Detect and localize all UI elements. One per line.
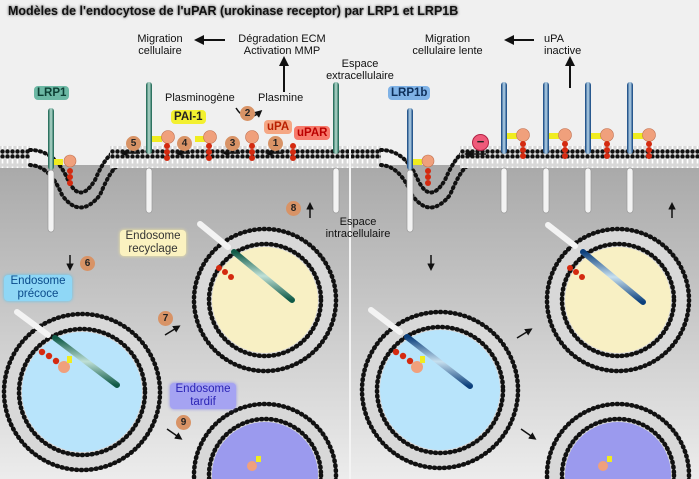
upa-label: uPA <box>264 120 293 134</box>
endosome-early-label: Endosome précoce <box>4 275 72 301</box>
right-membrane <box>351 146 699 210</box>
outcome-upa-inactive: uPA inactive <box>544 33 582 57</box>
endosome-late-label: Endosome tardif <box>170 383 236 409</box>
lrp1b-receptor-complex <box>584 82 614 214</box>
step-badge-4: 4 <box>177 136 192 151</box>
outcome-migration-left: Migration cellulaire <box>137 33 183 57</box>
lrp1-receptor-surface-2 <box>332 82 340 214</box>
plasminogen-label: Plasminogène <box>165 92 235 104</box>
inhibition-icon: − <box>472 134 489 151</box>
upar-upa-pai1-complex-3 <box>195 130 217 161</box>
left-arrows <box>66 35 314 440</box>
endosome-recycling-left <box>191 221 339 374</box>
plasmin-label: Plasmine <box>258 92 304 104</box>
upar-upa-pai1-complex-4 <box>152 130 175 161</box>
lrp1b-receptor-endocytic <box>406 108 435 233</box>
panel-divider <box>349 158 351 479</box>
outcome-mmp-activation: Activation MMP <box>243 45 321 57</box>
intracellular-space-label: Espace intracellulaire <box>325 216 391 240</box>
step-badge-9: 9 <box>176 415 191 430</box>
lrp1b-surface-receptors <box>500 82 656 214</box>
lrp1-receptor-surface-1 <box>145 82 153 214</box>
step-badge-1: 1 <box>268 136 283 151</box>
lrp1b-receptor-complex <box>500 82 530 214</box>
step-badge-7: 7 <box>158 311 173 326</box>
diagram-title: Modèles de l'endocytose de l'uPAR (uroki… <box>8 4 459 18</box>
pai1-label: PAI-1 <box>171 110 206 124</box>
upar-label: uPAR <box>294 126 331 140</box>
outcome-ecm-degradation: Dégradation ECM <box>238 33 326 45</box>
step-badge-6: 6 <box>80 256 95 271</box>
step-badge-3: 3 <box>225 136 240 151</box>
endosome-recycling-label: Endosome recyclage <box>120 230 186 256</box>
step-badge-8: 8 <box>286 201 301 216</box>
upar-upa-complex-1 <box>245 130 259 161</box>
lrp1b-label: LRP1b <box>388 86 431 100</box>
endosome-recycling-right <box>544 222 692 374</box>
endosome-early-left <box>1 309 163 473</box>
outcome-slow-migration: Migration cellulaire lente <box>412 33 483 57</box>
lrp1-receptor-endocytic <box>47 108 77 233</box>
lrp1b-receptor-complex <box>542 82 572 214</box>
lrp1-label: LRP1 <box>34 86 70 100</box>
endosome-late-left <box>191 401 339 479</box>
extracellular-space-label: Espace extracellulaire <box>326 58 394 82</box>
step-badge-2: 2 <box>240 106 255 121</box>
step-badge-5: 5 <box>126 136 141 151</box>
right-arrows <box>427 35 676 440</box>
lrp1b-receptor-complex <box>626 82 656 214</box>
endosome-early-right <box>359 307 521 471</box>
endosome-late-right <box>544 401 692 479</box>
upar-free <box>290 143 296 161</box>
